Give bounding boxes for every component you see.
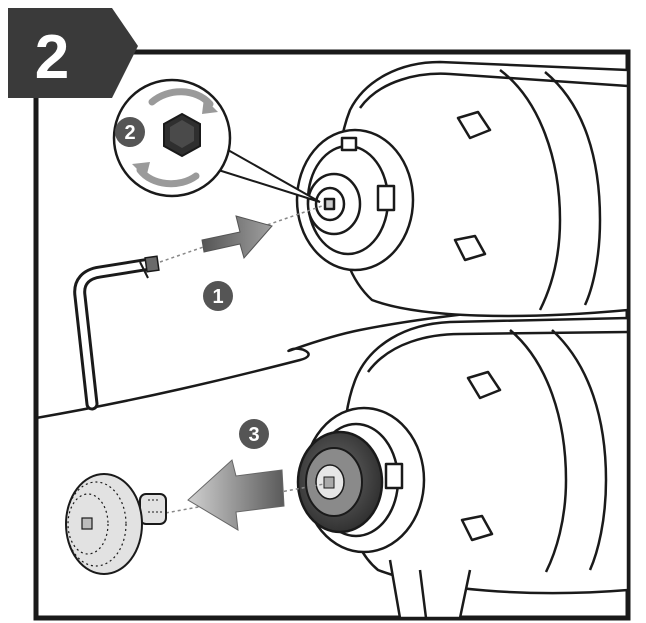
callout-1: 1 — [203, 281, 233, 311]
detail-bubble: 2 — [112, 78, 321, 203]
callout-3-label: 3 — [248, 424, 259, 446]
chuck-icon — [296, 430, 384, 534]
step-badge: 2 — [8, 8, 138, 98]
callout-2: 2 — [115, 117, 145, 147]
hex-nut-icon — [163, 112, 201, 158]
direction-arrow-left-icon — [187, 459, 285, 531]
tool-head-icon — [295, 60, 628, 318]
direction-arrow-icon — [201, 215, 273, 260]
step-number: 2 — [35, 23, 69, 92]
callout-2-label: 2 — [124, 122, 135, 144]
alignment-line-bottom — [159, 483, 325, 515]
callout-3: 3 — [239, 419, 269, 449]
removed-part-icon — [65, 473, 167, 575]
hex-key-icon — [73, 255, 160, 411]
callout-1-label: 1 — [212, 286, 223, 308]
